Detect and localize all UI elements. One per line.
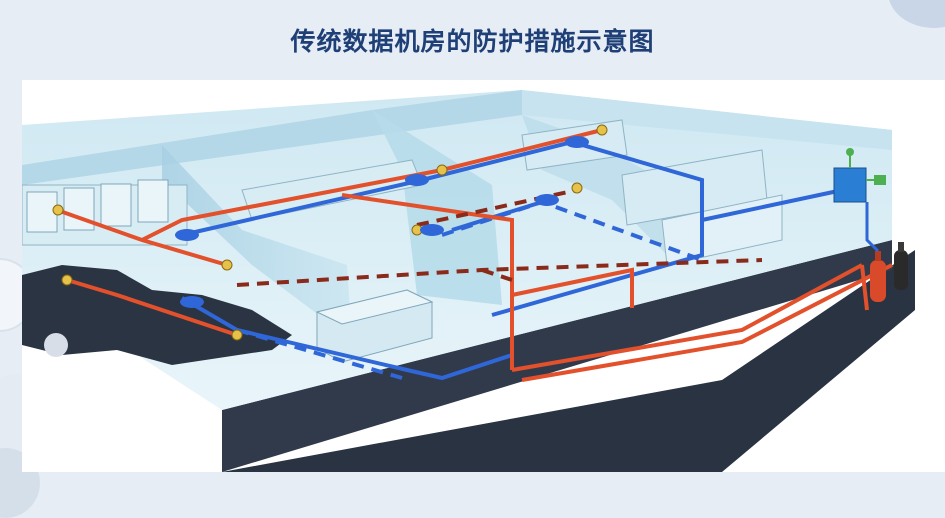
page-title: 传统数据机房的防护措施示意图 [290,27,655,56]
decor-dot [44,333,68,357]
floor-slab-right [222,240,892,472]
server-racks-left [22,179,188,246]
floor-slab-side [32,250,915,472]
control-box-icon [833,148,886,203]
right-wall [522,90,892,150]
red-dashed-pipes [236,188,763,287]
sprinkler-icon [52,124,608,341]
illustration-panel [22,80,945,472]
gas-cylinder-icon [865,202,908,302]
raised-floor-dark-area [22,265,292,365]
red-pipes [56,128,893,382]
data-center-protection-diagram [22,90,915,472]
equipment-cabinet-center [315,289,434,363]
back-wall [22,90,522,185]
alarm-light-icon [846,148,854,156]
smoke-detector-icon [175,136,589,308]
partition-wall-left [162,145,352,340]
